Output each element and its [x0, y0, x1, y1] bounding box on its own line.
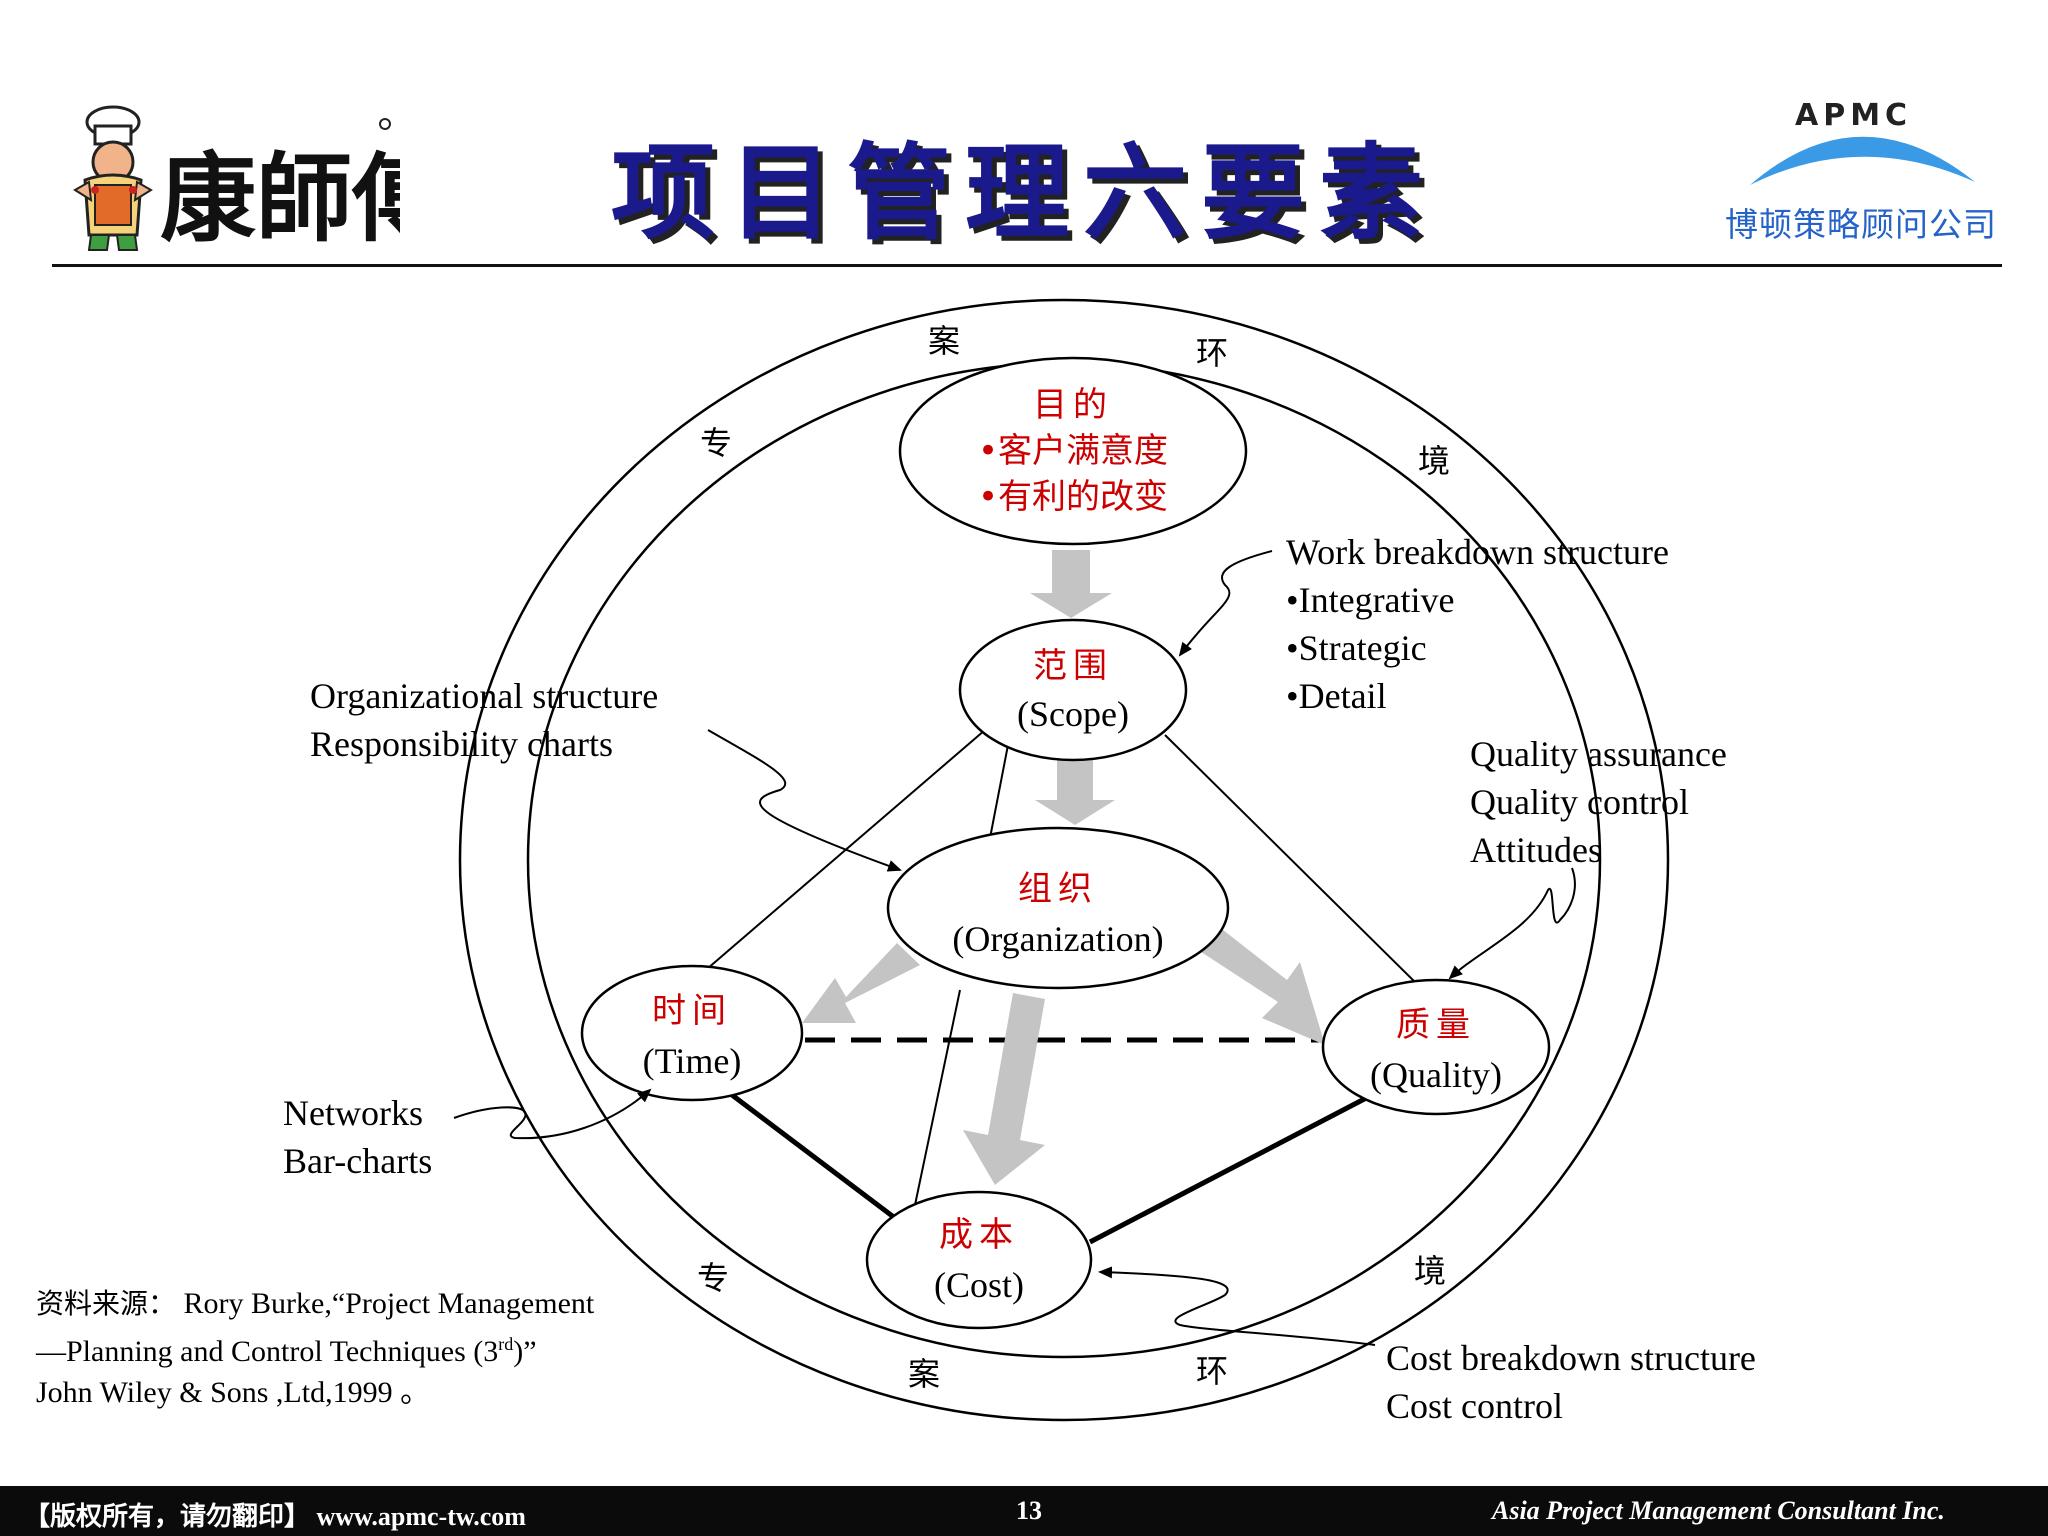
ring-char-bottom-right: 环: [1196, 1352, 1229, 1390]
cost-note: Cost breakdown structure Cost control: [1386, 1334, 1756, 1430]
organization-ellipse: [886, 826, 1230, 990]
footer-page-number: 13: [1016, 1496, 1042, 1525]
quality-cn: 质量: [1396, 1005, 1476, 1045]
quality-note-line-3: Attitudes: [1470, 830, 1602, 870]
scope-quality-line: [1164, 734, 1419, 986]
org-cost-arrow: [963, 993, 1045, 1185]
wbs-note-item: •Integrative: [1286, 580, 1455, 620]
org-quality-arrow: [1195, 926, 1325, 1045]
outer-ring: [458, 298, 1670, 1422]
time-cn: 时间: [652, 991, 732, 1031]
wbs-note-item: •Detail: [1286, 676, 1387, 716]
quality-node: 质量 (Quality): [1323, 1000, 1549, 1100]
quality-note: Quality assurance Quality control Attitu…: [1470, 730, 1727, 874]
ring-char-top-right: 环: [1196, 334, 1229, 372]
goal-scope-arrow: [1030, 550, 1112, 618]
goal-ellipse: [898, 356, 1248, 546]
footer-copyright: 【版权所有，请勿翻印】 www.apmc-tw.com: [24, 1502, 526, 1531]
wbs-note-title: Work breakdown structure: [1286, 532, 1669, 572]
footer-bar: 【版权所有，请勿翻印】 www.apmc-tw.com 13 Asia Proj…: [0, 1486, 2048, 1536]
apmc-chinese-name: 博顿策略顾问公司: [1725, 205, 1997, 244]
networks-note: Networks Bar-charts: [283, 1089, 432, 1185]
ring-char-left-top: 专: [700, 424, 733, 462]
apmc-logo: [1720, 90, 2010, 240]
goal-node: 目的 •客户满意度 •有利的改变: [900, 382, 1246, 520]
page-title: 项目管理六要素: [610, 132, 1437, 254]
scope-org-arrow: [1035, 758, 1115, 825]
org-note-line-1: Organizational structure: [310, 676, 659, 716]
goal-line-1: •客户满意度: [977, 431, 1169, 471]
networks-note-line-2: Bar-charts: [283, 1141, 433, 1181]
networks-callout-arrow: [453, 1088, 652, 1140]
quality-note-line-1: Quality assurance: [1470, 734, 1727, 774]
ring-char-right-top: 境: [1418, 442, 1451, 480]
org-callout-arrow: [707, 729, 902, 872]
cost-callout-arrow: [1098, 1266, 1376, 1346]
footer-company: Asia Project Management Consultant Inc.: [1492, 1496, 1945, 1525]
goal-title: 目的: [1033, 385, 1113, 425]
header-divider: [52, 264, 2002, 267]
wbs-callout-arrow: [1178, 550, 1273, 657]
wbs-note: Work breakdown structure •Integrative •S…: [1286, 528, 1669, 720]
time-ellipse: [580, 964, 804, 1102]
ring-char-bottom-left: 案: [908, 1355, 941, 1393]
cost-cn: 成本: [939, 1215, 1019, 1255]
scope-time-line: [699, 729, 986, 976]
time-cost-line: [730, 1093, 897, 1220]
cost-note-line-2: Cost control: [1386, 1386, 1563, 1426]
cost-note-line-1: Cost breakdown structure: [1386, 1338, 1756, 1378]
scope-node: 范围 (Scope): [960, 642, 1186, 738]
cost-quality-line: [1088, 1092, 1374, 1245]
ring-char-top-left: 案: [928, 322, 961, 360]
organization-en: (Organization): [952, 919, 1164, 959]
arc-swoosh-icon: [1750, 136, 1975, 185]
org-cost-line: [914, 989, 961, 1206]
organization-node: 组织 (Organization): [888, 864, 1228, 964]
org-note: Organizational structure Responsibility …: [310, 672, 658, 768]
cost-en: (Cost): [934, 1265, 1024, 1305]
scope-cn: 范围: [1033, 646, 1113, 686]
source-text-1: Rory Burke,“Project Management—Planning …: [36, 1287, 595, 1368]
org-note-line-2: Responsibility charts: [310, 724, 613, 764]
wbs-note-item: •Strategic: [1286, 628, 1427, 668]
scope-org-line: [989, 744, 1009, 839]
source-citation: 资料来源： Rory Burke,“Project Management—Pla…: [36, 1283, 596, 1413]
quality-en: (Quality): [1370, 1055, 1502, 1095]
ring-char-left-bottom: 专: [697, 1259, 730, 1297]
organization-cn: 组织: [1018, 869, 1098, 909]
scope-en: (Scope): [1017, 694, 1129, 734]
goal-line-2: •有利的改变: [977, 477, 1169, 517]
apmc-name: APMC: [1795, 98, 1913, 133]
time-en: (Time): [642, 1041, 742, 1081]
networks-note-line-1: Networks: [283, 1093, 423, 1133]
cost-ellipse: [865, 1190, 1093, 1330]
quality-callout-arrow: [1448, 867, 1576, 980]
quality-note-line-2: Quality control: [1470, 782, 1689, 822]
source-text-2: )” John Wiley & Sons ,Ltd,1999 。: [36, 1335, 537, 1409]
cost-node: 成本 (Cost): [867, 1210, 1091, 1310]
org-time-arrow: [802, 943, 920, 1023]
source-superscript: rd: [498, 1334, 514, 1354]
block-arrows: [802, 550, 1325, 1185]
quality-ellipse: [1321, 978, 1551, 1116]
time-node: 时间 (Time): [582, 986, 802, 1086]
source-label: 资料来源：: [36, 1287, 177, 1320]
ring-char-right-bottom: 境: [1414, 1252, 1447, 1290]
scope-ellipse: [958, 618, 1188, 762]
